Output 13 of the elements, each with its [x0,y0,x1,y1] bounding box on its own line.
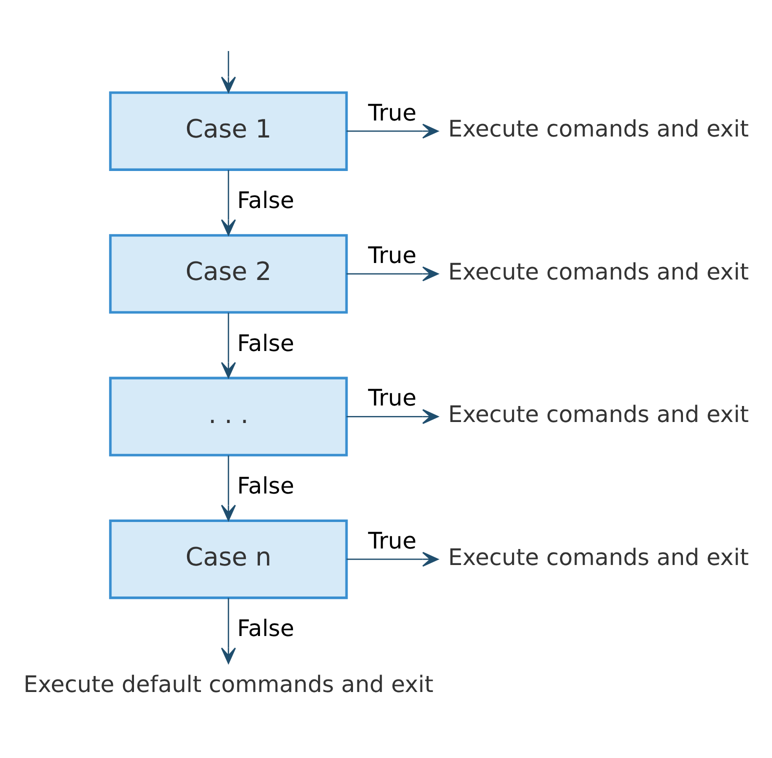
edge-label: False [237,330,294,356]
edge-label: True [368,528,416,554]
node-text: Execute comands and exit [448,258,749,285]
edge-label: True [368,100,416,126]
edge-label: False [237,616,294,642]
node-text: Execute comands and exit [448,402,749,428]
edge-label: False [237,472,294,499]
node-text: Execute default commands and exit [23,671,434,698]
edge-label: True [368,242,416,269]
node-text: Execute comands and exit [448,116,749,142]
edge-label: False [237,188,294,214]
node-text: Execute comands and exit [448,544,749,570]
edge-label: True [368,385,416,412]
